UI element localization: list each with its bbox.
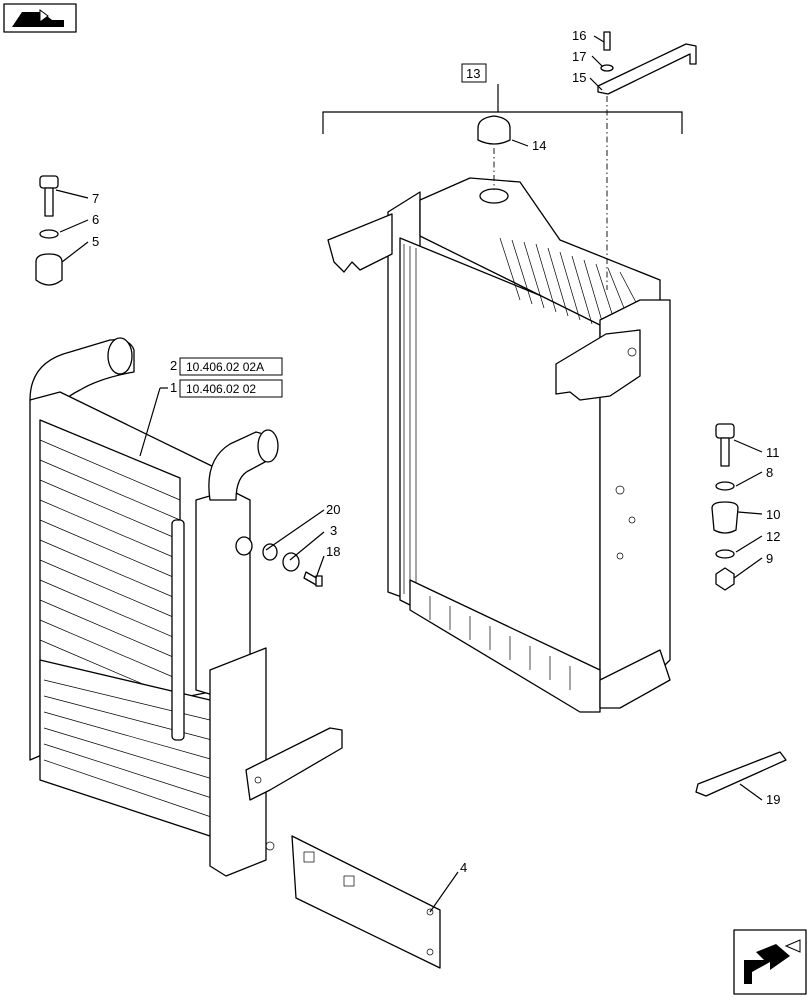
radiator-cap: [477, 115, 511, 190]
navigation-arrow-icon[interactable]: [733, 929, 807, 995]
callout-18: 18: [326, 544, 340, 559]
leader-lines: [55, 35, 763, 913]
callout-20: 20: [326, 502, 340, 517]
callout-12: 12: [766, 529, 780, 544]
callout-4: 4: [460, 860, 467, 875]
callouts: 7 6 5 11 8 10 12 9 16 17 15 13 14 2 10.4…: [92, 28, 780, 875]
callout-14: 14: [532, 138, 546, 153]
callout-5: 5: [92, 234, 99, 249]
cover-plate: [291, 835, 441, 969]
lower-cooler-fins: [43, 679, 221, 821]
cooler-fasteners: [262, 543, 323, 587]
group-bracket: [322, 111, 683, 134]
callout-3: 3: [330, 523, 337, 538]
ref-box-2: [179, 357, 283, 376]
radiator-core-fins: [403, 244, 417, 598]
callout-13: 13: [466, 66, 480, 81]
ref-box-1: [179, 379, 283, 398]
callout-1: 1: [170, 380, 177, 395]
assembly-view-icon[interactable]: [3, 3, 77, 33]
callout-15: 15: [572, 70, 586, 85]
bottom-fins: [429, 596, 571, 690]
ref-label-1: 10.406.02 02: [186, 382, 256, 396]
callout-8: 8: [766, 465, 773, 480]
mount-hardware-left: [35, 175, 63, 286]
callout-10: 10: [766, 507, 780, 522]
callout-13-box: [461, 63, 487, 83]
callout-17: 17: [572, 49, 586, 64]
support-strap: [597, 31, 697, 290]
callout-7: 7: [92, 191, 99, 206]
callout-6: 6: [92, 212, 99, 227]
callout-2: 2: [170, 358, 177, 373]
callout-11: 11: [766, 445, 780, 460]
intercooler-assembly: [29, 337, 343, 877]
callout-16: 16: [572, 28, 586, 43]
mount-hardware-right: [711, 423, 739, 591]
callout-19: 19: [766, 792, 780, 807]
radiator-assembly: [322, 84, 683, 713]
ref-label-2: 10.406.02 02A: [186, 360, 264, 374]
seal-strip: [695, 751, 787, 797]
callout-9: 9: [766, 551, 773, 566]
